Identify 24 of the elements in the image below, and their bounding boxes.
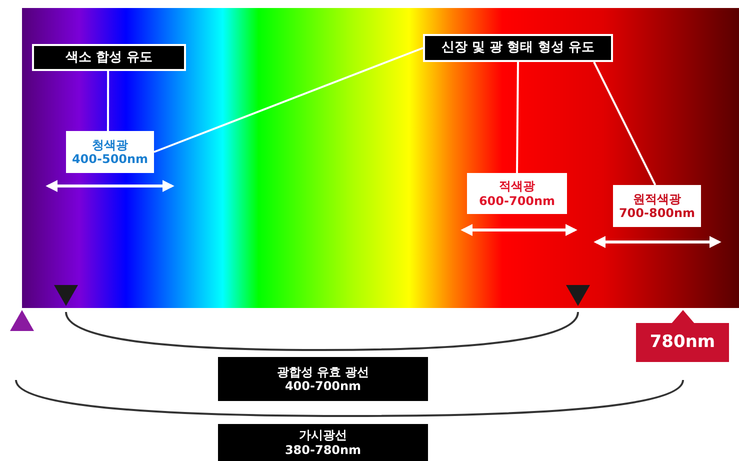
leader-line — [154, 47, 424, 153]
heading-text: 광합성 유효 광선 — [276, 364, 370, 379]
label-text: 780nm — [650, 332, 716, 353]
label-box — [467, 173, 567, 214]
caption-box — [218, 357, 428, 401]
heading-text: 가시광선 — [299, 428, 347, 442]
heading-text: 청색광 — [92, 138, 128, 152]
leader-line — [516, 62, 519, 174]
caption-box — [32, 44, 186, 71]
range-text: 700-800nm — [618, 206, 696, 220]
range-text: 600-700nm — [478, 194, 556, 208]
label-box — [66, 131, 154, 173]
heading-text: 적색광 — [499, 179, 535, 194]
label-text: 신장 및 광 형태 형성 유도 — [442, 40, 594, 56]
range-text: 380-780nm — [284, 442, 362, 457]
heading-text: 원적색광 — [633, 192, 681, 206]
leader-line — [106, 71, 110, 131]
caption-box — [423, 34, 613, 62]
label-box — [613, 185, 701, 227]
caption-box — [218, 424, 428, 461]
range-text: 400-700nm — [284, 379, 362, 394]
label-text: 색소 합성 유도 — [65, 50, 153, 66]
range-text: 400-500nm — [72, 152, 148, 166]
leader-line — [593, 62, 656, 186]
